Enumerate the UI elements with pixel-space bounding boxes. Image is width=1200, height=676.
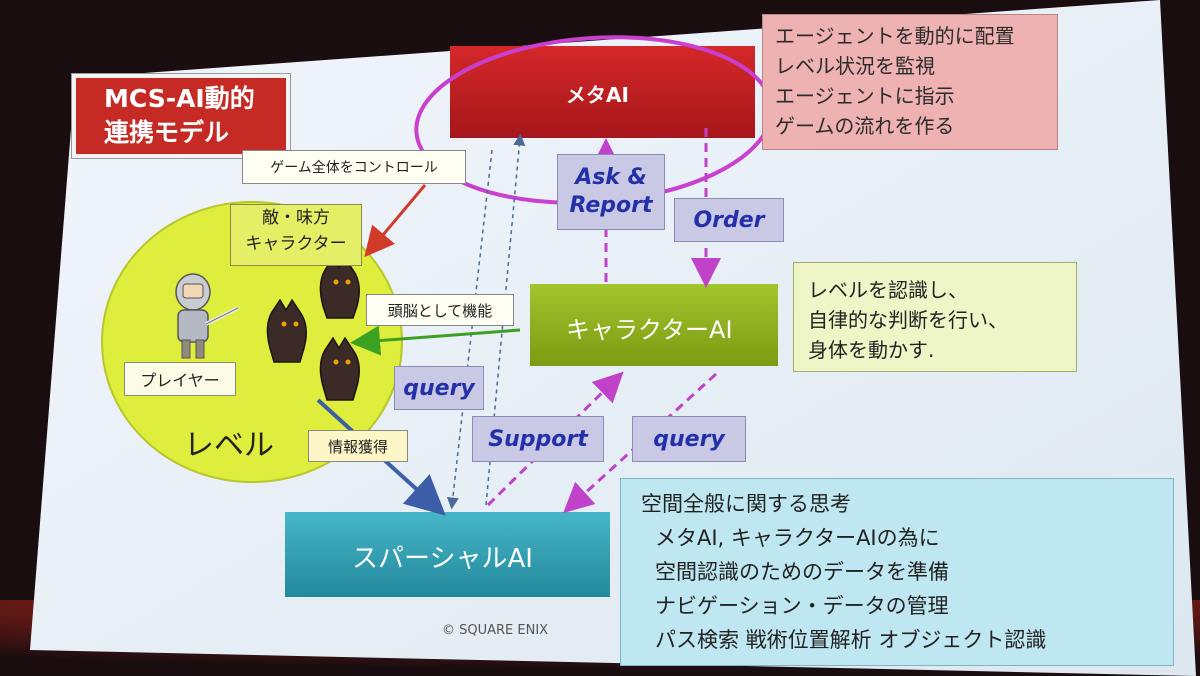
- player-label: プレイヤー: [124, 362, 236, 396]
- spatial-ai-desc-line: 空間認識のためのデータを準備: [655, 560, 949, 584]
- character-ai-desc-line: レベルを認識し、: [808, 278, 968, 302]
- ask-report-line-1: Ask &: [575, 165, 647, 190]
- meta-ai-desc-line: エージェントに指示: [775, 84, 955, 108]
- enemy-monster-icon: [319, 256, 360, 319]
- control-arrow: [364, 184, 427, 258]
- query-right-label: query: [632, 416, 746, 462]
- spatial-ai-desc-line: パス検索 戦術位置解析 オブジェクト認識: [655, 628, 1047, 652]
- character-ai-desc-line: 身体を動かす.: [808, 338, 935, 362]
- meta-ai-description: エージェントを動的に配置 レベル状況を監視 エージェントに指示 ゲームの流れを作…: [762, 14, 1058, 150]
- enemy-ally-label: 敵・味方 キャラクター: [230, 204, 362, 266]
- meta-ai-desc-line: エージェントを動的に配置: [775, 24, 1015, 48]
- query-left-label: query: [394, 366, 484, 410]
- brain-label: 頭脳として機能: [366, 294, 514, 326]
- spatial-ai-box: [285, 512, 610, 597]
- title-line-2: 連携モデル: [104, 118, 230, 147]
- character-ai-description: レベルを認識し、 自律的な判断を行い、 身体を動かす.: [793, 262, 1077, 372]
- spatial-ai-desc-line: 空間全般に関する思考: [641, 492, 851, 516]
- enemy-ally-line-2: キャラクター: [245, 234, 347, 254]
- title-box: MCS-AI動的 連携モデル: [72, 74, 290, 158]
- meta-to-spatial-line: [446, 149, 493, 510]
- support-label: Support: [472, 416, 604, 462]
- meta-ai-desc-line: ゲームの流れを作る: [775, 114, 955, 138]
- meta-ai-desc-line: レベル状況を監視: [775, 54, 935, 78]
- title-line-1: MCS-AI動的: [104, 84, 255, 113]
- ask-report-label: Ask & Report: [557, 154, 665, 230]
- character-ai-label: キャラクターAI: [566, 316, 733, 344]
- enemy-monster-icon: [319, 336, 360, 401]
- spatial-ai-desc-line: ナビゲーション・データの管理: [655, 594, 949, 618]
- enemy-ally-line-1: 敵・味方: [262, 208, 330, 228]
- enemy-monster-icon: [266, 298, 307, 363]
- copyright-text: © SQUARE ENIX: [442, 623, 549, 638]
- meta-ai-label: メタAI: [566, 83, 629, 107]
- meta-ai-box: [450, 46, 755, 138]
- player-figure-icon: [175, 273, 239, 359]
- brain-arrow: [350, 325, 521, 356]
- ask-report-line-2: Report: [569, 193, 653, 218]
- spatial-ai-desc-line: メタAI, キャラクターAIの為に: [655, 526, 940, 550]
- spatial-ai-description: 空間全般に関する思考 メタAI, キャラクターAIの為に 空間認識のためのデータ…: [620, 478, 1174, 666]
- game-control-label: ゲーム全体をコントロール: [242, 150, 466, 184]
- spatial-ai-label: スパーシャルAI: [352, 544, 533, 574]
- character-ai-desc-line: 自律的な判断を行い、: [808, 308, 1008, 332]
- character-ai-box: [530, 284, 778, 366]
- order-label: Order: [674, 198, 784, 242]
- level-label: レベル: [184, 428, 274, 463]
- info-acquisition-label: 情報獲得: [308, 430, 408, 462]
